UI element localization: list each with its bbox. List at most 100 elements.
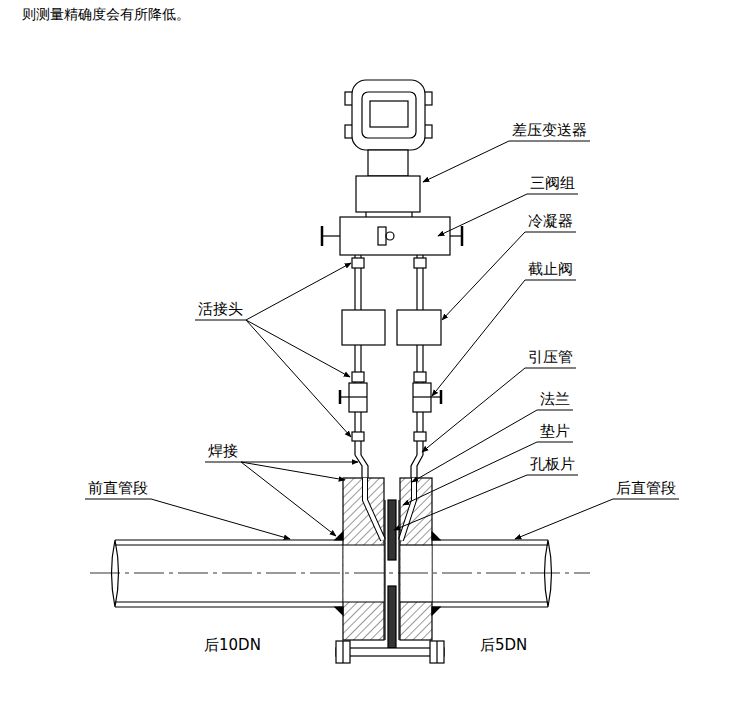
label-underline (525, 368, 576, 369)
label-underline (525, 280, 576, 281)
label-underline (509, 141, 590, 142)
valve-handle (450, 235, 462, 236)
dimension-label: 后5DN (480, 636, 527, 654)
label-underline (205, 462, 241, 463)
leader-line (422, 368, 525, 452)
leader-line (246, 263, 351, 320)
callout-label: 垫片 (540, 422, 570, 440)
manifold-body (340, 217, 450, 255)
leader-line (151, 499, 290, 539)
union-fitting (414, 432, 426, 441)
pressure-tap (365, 478, 383, 540)
leader-line (241, 462, 358, 463)
union-fitting (352, 432, 364, 441)
pressure-tap (365, 478, 383, 540)
label-underline (613, 499, 679, 500)
callout-label: 三阀组 (530, 174, 575, 192)
valve-handle (440, 390, 443, 404)
callout-label: 前直管段 (88, 479, 148, 497)
flange-bore (343, 544, 384, 545)
leader-line (403, 442, 537, 505)
label-underline (85, 499, 151, 500)
pressure-tap (401, 478, 414, 540)
leader-line (442, 232, 525, 320)
flange-bore (344, 545, 384, 602)
bolt (336, 648, 444, 656)
leader-group (85, 141, 679, 539)
display-frame (362, 92, 416, 138)
stop-valve (349, 383, 367, 412)
valve-handle (322, 235, 340, 236)
union-fitting (352, 372, 364, 382)
flange-bore (343, 601, 384, 602)
impulse-pipe (411, 455, 423, 478)
union-fitting (414, 372, 426, 382)
label-underline (537, 442, 573, 443)
valve-stem (378, 227, 386, 245)
pipe-wall (115, 601, 343, 602)
union-fitting (414, 258, 426, 268)
transmitter-body (356, 176, 420, 212)
pipe-wall (115, 544, 343, 545)
transmitter-head (352, 80, 425, 150)
bolt-nut (336, 641, 350, 663)
flange-bore (400, 544, 432, 545)
connection-stub (411, 212, 412, 217)
valve-handle (340, 396, 349, 397)
leader-line (246, 320, 350, 377)
pipe-end (112, 540, 119, 607)
callout-label: 焊接 (208, 442, 238, 460)
callout-label: 冷凝器 (528, 212, 573, 230)
flange-section (400, 478, 432, 640)
label-underline (527, 475, 578, 476)
stop-valve (349, 396, 367, 397)
flange-bore (401, 545, 432, 602)
flange-section (343, 478, 384, 640)
note-text: 则测量精确度会有所降低。 (22, 6, 190, 23)
leader-line (241, 462, 345, 480)
pipe-wall (432, 601, 548, 602)
pipe-wall (432, 606, 548, 607)
leader-line (394, 475, 527, 530)
pipe-wall (115, 606, 343, 607)
weld-bead (432, 607, 440, 615)
gasket (384, 500, 385, 640)
callout-label: 法兰 (540, 390, 570, 408)
display-window (370, 101, 408, 127)
leader-line (515, 499, 613, 539)
label-underline (537, 410, 573, 411)
pipe-wall (432, 544, 548, 545)
callout-label: 后直管段 (616, 479, 676, 497)
valve-handle (321, 226, 324, 246)
callout-label: 截止阀 (528, 260, 573, 278)
pipe-wall (115, 539, 343, 540)
connection-stub (365, 212, 366, 217)
callout-label: 差压变送器 (512, 121, 587, 139)
weld-bead (335, 607, 343, 615)
weld-bead (432, 532, 440, 540)
leader-line (246, 320, 351, 437)
dimension-label: 后10DN (204, 636, 261, 654)
valve-handle (461, 226, 464, 246)
bolt-nut (430, 641, 444, 663)
callout-label: 活接头 (198, 300, 243, 318)
valve-handle (431, 396, 441, 397)
flange-bore (400, 601, 432, 602)
stop-valve (413, 396, 431, 397)
label-underline (525, 232, 576, 233)
leader-line (438, 194, 527, 236)
pressure-tap (401, 478, 414, 540)
valve-handle (339, 390, 342, 404)
bolt-nut (342, 641, 343, 663)
impulse-pipe (355, 455, 368, 478)
leader-line (432, 280, 525, 396)
condenser (397, 310, 441, 345)
callout-label: 引压管 (528, 348, 573, 366)
equalizing-valve (386, 232, 394, 240)
union-fitting (352, 258, 364, 268)
weld-bead (335, 532, 343, 540)
label-underline (527, 194, 578, 195)
